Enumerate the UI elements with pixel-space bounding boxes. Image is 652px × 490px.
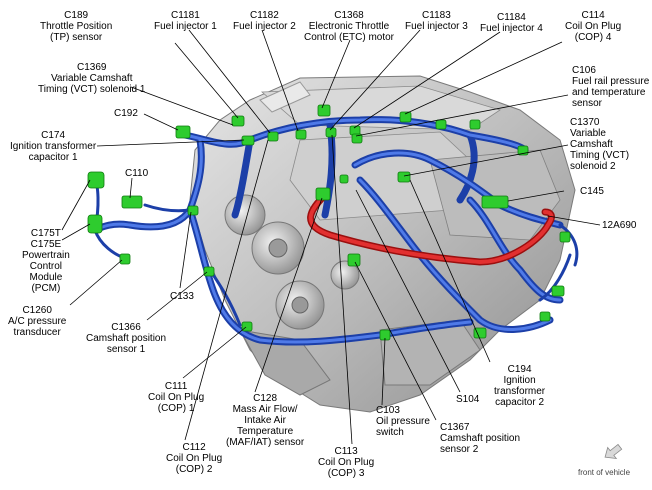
- connector-c1183: [325, 127, 337, 138]
- connector-c175t: [87, 171, 105, 189]
- label-c1366: C1366 Camshaft position sensor 1: [86, 322, 167, 355]
- label-s104: S104: [456, 394, 480, 405]
- connector-c1366: [203, 266, 215, 277]
- label-c110: C110: [125, 168, 149, 179]
- wiring-harness: [91, 116, 579, 346]
- label-c1260: C1260 A/C pressure transducer: [8, 305, 67, 338]
- label-c192: C192: [114, 108, 138, 119]
- connector-c145: [481, 195, 509, 209]
- connectors: [87, 104, 571, 341]
- connector-c110: [121, 195, 143, 209]
- label-c1182: C1182 Fuel injector 2: [233, 10, 296, 32]
- front-of-vehicle-label: front of vehicle: [578, 468, 631, 477]
- label-c1181: C1181 Fuel injector 1: [154, 10, 217, 32]
- connector-c189: [231, 115, 245, 127]
- connector-c174: [241, 135, 255, 146]
- connector-c175e: [87, 214, 103, 234]
- label-c1184: C1184 Fuel injector 4: [480, 12, 543, 34]
- leader-lines: [61, 29, 601, 445]
- label-c114: C114 Coil On Plug (COP) 4: [565, 10, 622, 43]
- connector-c192: [175, 125, 191, 139]
- label-c145: C145: [580, 186, 604, 197]
- front-arrow-icon: [604, 443, 623, 460]
- connector-c111: [241, 321, 253, 332]
- label-c175: C175T C175E Powertrain Control Module (P…: [22, 228, 70, 294]
- connector-c128: [315, 187, 331, 201]
- connector-c114: [399, 111, 412, 123]
- label-c1369: C1369 Variable Camshaft Timing (VCT) sol…: [38, 62, 146, 95]
- connector-c194: [473, 327, 487, 339]
- label-c1368: C1368 Electronic Throttle Control (ETC) …: [304, 10, 395, 43]
- connector-c133: [187, 205, 199, 216]
- connector-c1367: [347, 253, 361, 267]
- main-power-cable: [307, 191, 555, 266]
- connector-c1260: [119, 253, 131, 265]
- label-c112: C112 Coil On Plug (COP) 2: [166, 442, 223, 475]
- label-c194: C194 Ignition transformer capacitor 2: [494, 364, 546, 408]
- connector-c1182: [295, 129, 307, 140]
- label-c103: C103 Oil pressure switch: [376, 405, 430, 438]
- label-c106: C106 Fuel rail pressure and temperature …: [572, 65, 650, 109]
- label-c1370: C1370 Variable Camshaft Timing (VCT) sol…: [570, 117, 630, 172]
- label-c133: C133: [170, 291, 194, 302]
- connector-c1370: [397, 171, 411, 183]
- connector-c1181: [267, 131, 279, 142]
- label-c113: C113 Coil On Plug (COP) 3: [318, 446, 375, 479]
- label-12a690: 12A690: [602, 220, 637, 231]
- label-c111: C111 Coil On Plug (COP) 1: [148, 381, 205, 414]
- label-c128: C128 Mass Air Flow/ Intake Air Temperatu…: [226, 393, 305, 448]
- connector-c1368: [317, 104, 331, 117]
- engine-block: [189, 75, 576, 413]
- label-c1183: C1183 Fuel injector 3: [405, 10, 468, 32]
- label-c1367: C1367 Camshaft position sensor 2: [440, 422, 521, 455]
- label-c174: C174 Ignition transformer capacitor 1: [10, 130, 97, 163]
- label-c189: C189 Throttle Position (TP) sensor: [40, 10, 113, 43]
- connector-c106: [351, 133, 363, 144]
